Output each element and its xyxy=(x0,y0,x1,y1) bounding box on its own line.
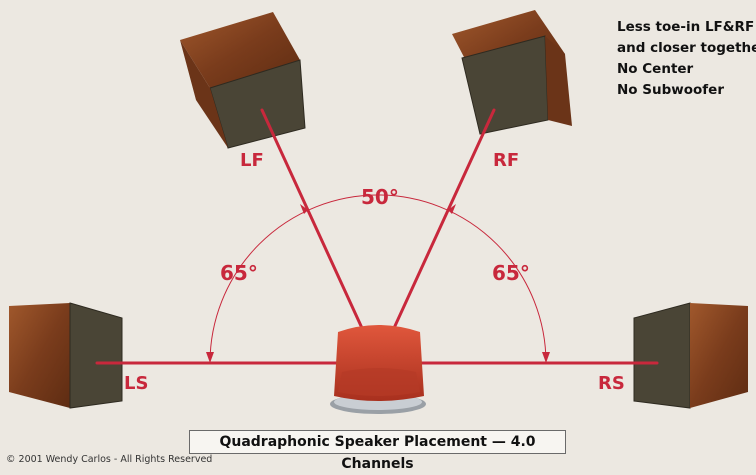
arc-arrowheads xyxy=(206,204,550,363)
line-to-rf xyxy=(376,108,496,365)
notes-block: Less toe-in LF&RF and closer together No… xyxy=(617,17,756,101)
note-line-2: and closer together xyxy=(617,40,756,56)
label-rf: RF xyxy=(493,150,519,171)
angle-arc xyxy=(209,194,547,364)
diagram-title: Quadraphonic Speaker Placement — 4.0 Cha… xyxy=(189,430,566,472)
label-ls: LS xyxy=(124,373,148,394)
copyright: © 2001 Wendy Carlos - All Rights Reserve… xyxy=(6,454,213,465)
line-to-lf xyxy=(260,108,380,365)
angle-label-top: 50° xyxy=(361,185,399,209)
label-rs: RS xyxy=(598,373,625,394)
angle-label-right: 65° xyxy=(492,261,530,285)
note-line-1: Less toe-in LF&RF xyxy=(617,19,755,35)
chair xyxy=(330,325,426,414)
speaker-rf xyxy=(452,10,572,135)
label-lf: LF xyxy=(240,150,264,171)
speaker-rs xyxy=(633,302,748,409)
speaker-lf xyxy=(180,12,306,149)
speaker-ls xyxy=(9,302,123,409)
note-line-4: No Subwoofer xyxy=(617,82,724,98)
angle-label-left: 65° xyxy=(220,261,258,285)
note-line-3: No Center xyxy=(617,61,694,77)
